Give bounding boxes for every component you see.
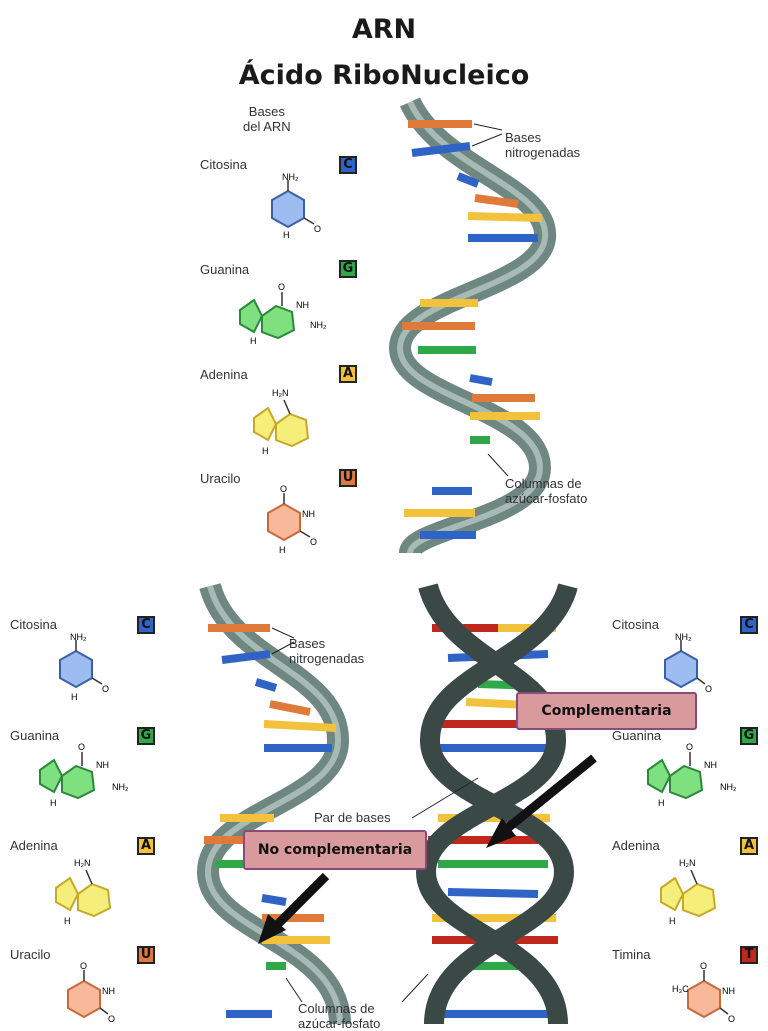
- svg-text:NH: NH: [96, 760, 109, 770]
- top-label-uracilo: Uracilo: [200, 471, 241, 486]
- svg-text:NH₂: NH₂: [112, 782, 129, 792]
- bases-header: Bases del ARN: [243, 104, 291, 134]
- right-label-adenina: Adenina: [612, 838, 660, 853]
- left-label-adenina: Adenina: [10, 838, 58, 853]
- right-adenina-molecule-icon: H₂N H: [660, 858, 717, 926]
- left-badge-g: G: [137, 727, 155, 745]
- svg-text:NH₂: NH₂: [70, 632, 87, 642]
- left-label-citosina: Citosina: [10, 617, 57, 632]
- svg-text:NH: NH: [704, 760, 717, 770]
- top-label-adenina: Adenina: [200, 367, 248, 382]
- svg-text:O: O: [314, 224, 321, 234]
- top-label-guanina: Guanina: [200, 262, 250, 277]
- left-badge-u: U: [137, 946, 155, 964]
- top-columns-label: Columnas de azúcar-fosfato: [505, 476, 588, 506]
- svg-text:O: O: [80, 961, 87, 971]
- svg-text:H: H: [50, 798, 57, 808]
- right-label-citosina: Citosina: [612, 617, 659, 632]
- left-label-guanina: Guanina: [10, 728, 60, 743]
- top-badge-u: U: [339, 469, 357, 487]
- right-badge-g: G: [740, 727, 758, 745]
- bottom-bases-label: Bases nitrogenadas: [289, 636, 365, 666]
- svg-text:NH: NH: [722, 986, 735, 996]
- right-guanina-molecule-icon: O NH NH₂ H: [647, 742, 737, 808]
- top-badge-g: G: [339, 260, 357, 278]
- complementary-callout: Complementaria: [516, 692, 697, 730]
- svg-text:NH₂: NH₂: [675, 632, 692, 642]
- svg-text:NH₂: NH₂: [282, 172, 299, 182]
- svg-text:O: O: [280, 484, 287, 494]
- left-badge-a: A: [137, 837, 155, 855]
- right-citosina-molecule-icon: NH₂ O: [664, 632, 712, 694]
- page-title: ARN: [351, 14, 417, 45]
- non-complementary-callout: No complementaria: [243, 830, 427, 870]
- uracilo-molecule-icon: O NH O H: [267, 484, 317, 555]
- svg-text:NH₂: NH₂: [310, 320, 327, 330]
- left-label-uracilo: Uracilo: [10, 947, 51, 962]
- svg-text:NH: NH: [296, 300, 309, 310]
- right-badge-t: T: [740, 946, 758, 964]
- svg-text:NH: NH: [102, 986, 115, 996]
- left-adenina-molecule-icon: H₂N H: [55, 858, 112, 926]
- left-guanina-molecule-icon: O NH NH₂ H: [39, 742, 129, 808]
- top-bases-label: Bases nitrogenadas: [505, 130, 581, 160]
- right-label-timina: Timina: [612, 947, 651, 962]
- top-label-citosina: Citosina: [200, 157, 247, 172]
- right-badge-a: A: [740, 837, 758, 855]
- page-subtitle: Ácido RiboNucleico: [238, 60, 530, 91]
- bottom-dna-double-helix-diagram: [401, 582, 578, 1025]
- svg-text:H₃C: H₃C: [672, 984, 689, 994]
- svg-text:H: H: [669, 916, 676, 926]
- right-timina-molecule-icon: O H₃C NH O: [672, 961, 735, 1024]
- top-badge-a: A: [339, 365, 357, 383]
- svg-text:H₂N: H₂N: [74, 858, 91, 868]
- base-pair-label: Par de bases: [314, 810, 391, 825]
- svg-text:O: O: [278, 282, 285, 292]
- svg-text:O: O: [686, 742, 693, 752]
- right-label-guanina: Guanina: [612, 728, 662, 743]
- svg-text:H: H: [279, 545, 286, 555]
- svg-text:O: O: [108, 1014, 115, 1024]
- svg-text:H: H: [64, 916, 71, 926]
- top-rna-helix-diagram: [388, 96, 557, 557]
- svg-text:O: O: [310, 537, 317, 547]
- svg-text:H: H: [250, 336, 257, 346]
- svg-text:H₂N: H₂N: [272, 388, 289, 398]
- citosina-molecule-icon: NH₂ O H: [271, 172, 321, 240]
- left-uracilo-molecule-icon: O NH O: [67, 961, 115, 1024]
- svg-text:H: H: [262, 446, 269, 456]
- svg-text:O: O: [78, 742, 85, 752]
- svg-text:H: H: [71, 692, 78, 702]
- svg-text:H₂N: H₂N: [679, 858, 696, 868]
- svg-text:NH: NH: [302, 509, 315, 519]
- svg-text:H: H: [658, 798, 665, 808]
- svg-text:O: O: [705, 684, 712, 694]
- svg-text:H: H: [283, 230, 290, 240]
- top-badge-c: C: [339, 156, 357, 174]
- svg-text:O: O: [728, 1014, 735, 1024]
- svg-text:NH₂: NH₂: [720, 782, 737, 792]
- left-citosina-molecule-icon: NH₂ O H: [59, 632, 109, 702]
- svg-text:O: O: [700, 961, 707, 971]
- adenina-molecule-icon: H₂N H: [253, 388, 310, 456]
- svg-text:O: O: [102, 684, 109, 694]
- left-badge-c: C: [137, 616, 155, 634]
- right-badge-c: C: [740, 616, 758, 634]
- guanina-molecule-icon: O NH NH₂ H: [239, 282, 327, 346]
